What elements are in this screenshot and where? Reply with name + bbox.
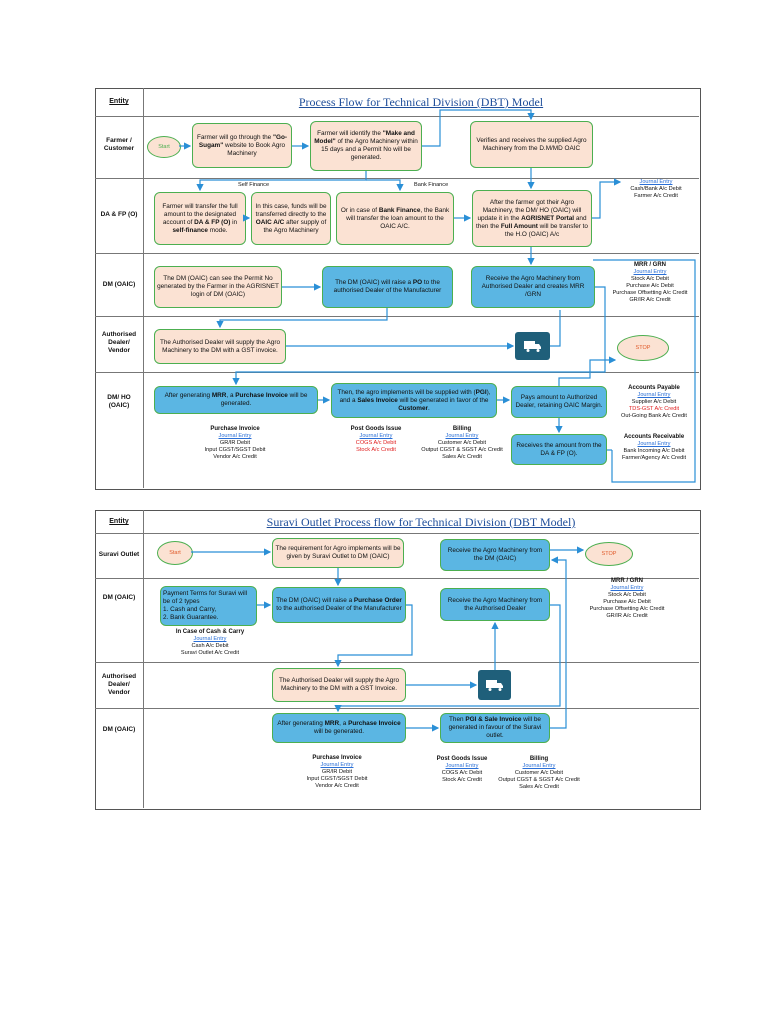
receive-machinery-box: Receive the Agro Machinery from Authoris… <box>471 266 595 308</box>
mrr-grn-note: MRR / GRN Journal Entry Stock A/c Debit … <box>612 262 688 303</box>
diagram-title: Suravi Outlet Process flow for Technical… <box>266 515 576 529</box>
entity-dm-oaic: DM (OAIC) <box>102 281 136 288</box>
arrow <box>550 556 567 729</box>
entity-dm-oaic-2: DM (OAIC) <box>102 726 136 733</box>
purchase-invoice-box: After generating MRR, a Purchase Invoice… <box>154 386 318 414</box>
truck-icon <box>478 670 511 700</box>
agrisnet-update-box: After the farmer got their Agro Machiner… <box>472 190 592 247</box>
direct-transfer-box: In this case, funds will be transferred … <box>251 192 331 245</box>
self-finance-box: Farmer will transfer the full amount to … <box>154 192 246 245</box>
entity-header: Entity <box>109 518 129 525</box>
entity-farmer: Farmer / Customer <box>103 137 135 152</box>
receives-amount-box: Receives the amount from the DA & FP (O)… <box>511 434 607 465</box>
permit-box: The DM (OAIC) can see the Permit No gene… <box>154 266 282 308</box>
row-divider <box>95 253 699 254</box>
row-divider <box>95 578 699 579</box>
arrow <box>422 109 535 147</box>
bank-finance-label: Bank Finance <box>414 182 449 188</box>
raise-po-box: The DM (OAIC) will raise a PO to the aut… <box>322 266 453 308</box>
sales-invoice-box: Then, the agro implements will be suppli… <box>331 383 497 418</box>
dealer-supply-box: The Authorised Dealer will supply the Ag… <box>272 668 406 702</box>
entity-dealer: Authorised Dealer/ Vendor <box>101 331 137 354</box>
purchase-order-box: The DM (OAIC) will raise a Purchase Orde… <box>272 587 406 623</box>
requirement-box: The requirement for Agro implements will… <box>272 538 404 568</box>
arrow <box>558 356 617 386</box>
billing-note: Billing Journal Entry Customer A/c Debit… <box>498 756 580 790</box>
payment-terms-box: Payment Terms for Suravi will be of 2 ty… <box>160 586 257 626</box>
entity-column-divider <box>143 88 144 488</box>
pays-dealer-box: Pays amount to Authorized Dealer, retain… <box>511 386 607 418</box>
arrow <box>334 604 561 713</box>
post-goods-issue-note: Post Goods Issue Journal Entry COGS A/c … <box>436 756 488 783</box>
make-model-box: Farmer will identify the "Make and Model… <box>310 121 422 171</box>
purchase-invoice-note: Purchase Invoice Journal Entry GR/IR Deb… <box>306 755 368 789</box>
mrr-grn-note: MRR / GRN Journal Entry Stock A/c Debit … <box>589 578 665 619</box>
diagram-title: Process Flow for Technical Division (DBT… <box>298 95 544 109</box>
bank-finance-box: Or in case of Bank Finance, the Bank wil… <box>336 192 454 245</box>
start-node: Start <box>147 136 181 158</box>
post-goods-issue-note: Post Goods Issue Journal Entry COGS A/c … <box>350 426 402 453</box>
stop-node: STOP <box>585 542 633 566</box>
entity-dealer: Authorised Dealer/ Vendor <box>101 673 137 696</box>
entity-dm-oaic: DM (OAIC) <box>102 594 136 601</box>
purchase-invoice-note: Purchase Invoice Journal Entry GR/IR Deb… <box>204 426 266 460</box>
go-sugam-box: Farmer will go through the "Go-Sugam" we… <box>192 123 292 168</box>
entity-dm-ho: DM/ HO (OAIC) <box>107 394 131 409</box>
arrow <box>550 310 561 347</box>
self-finance-label: Self Finance <box>238 182 270 188</box>
verifies-box: Verifies and receives the supplied Agro … <box>470 121 593 168</box>
row-divider <box>95 316 699 317</box>
row-divider <box>95 662 699 663</box>
entity-suravi: Suravi Outlet <box>98 551 140 558</box>
receive-from-dealer-box: Receive the Agro Machinery from the Auth… <box>440 588 550 621</box>
accounts-payable-note: Accounts Payable Journal Entry Supplier … <box>621 385 687 419</box>
arrow <box>366 179 404 192</box>
arrow <box>334 604 413 668</box>
pgi-sale-invoice-box: Then PGI & Sale Invoice will be generate… <box>440 713 550 743</box>
row-divider <box>95 708 699 709</box>
arrow <box>216 308 388 329</box>
da-journal-note: Journal Entry Cash/Bank A/c Debit Farmer… <box>630 179 682 199</box>
cash-carry-note: In Case of Cash & Carry Journal Entry Ca… <box>175 629 245 656</box>
purchase-invoice-box: After generating MRR, a Purchase Invoice… <box>272 713 406 743</box>
entity-column-divider <box>143 510 144 808</box>
entity-da-fp: DA & FP (O) <box>100 211 138 218</box>
stop-node: STOP <box>617 335 669 361</box>
receive-from-dm-box: Receive the Agro Machinery from the DM (… <box>440 539 550 571</box>
start-node: Start <box>157 541 193 565</box>
row-divider <box>95 178 699 179</box>
entity-header: Entity <box>109 98 129 105</box>
arrow <box>232 286 606 386</box>
row-divider <box>95 116 699 117</box>
row-divider <box>95 533 699 534</box>
billing-note: Billing Journal Entry Customer A/c Debit… <box>421 426 503 460</box>
arrow <box>196 171 367 192</box>
accounts-receivable-note: Accounts Receivable Journal Entry Bank I… <box>621 434 687 461</box>
dealer-supply-box: The Authorised Dealer will supply the Ag… <box>154 329 286 364</box>
truck-icon <box>515 332 550 360</box>
arrow <box>593 259 696 483</box>
arrow <box>592 178 622 219</box>
